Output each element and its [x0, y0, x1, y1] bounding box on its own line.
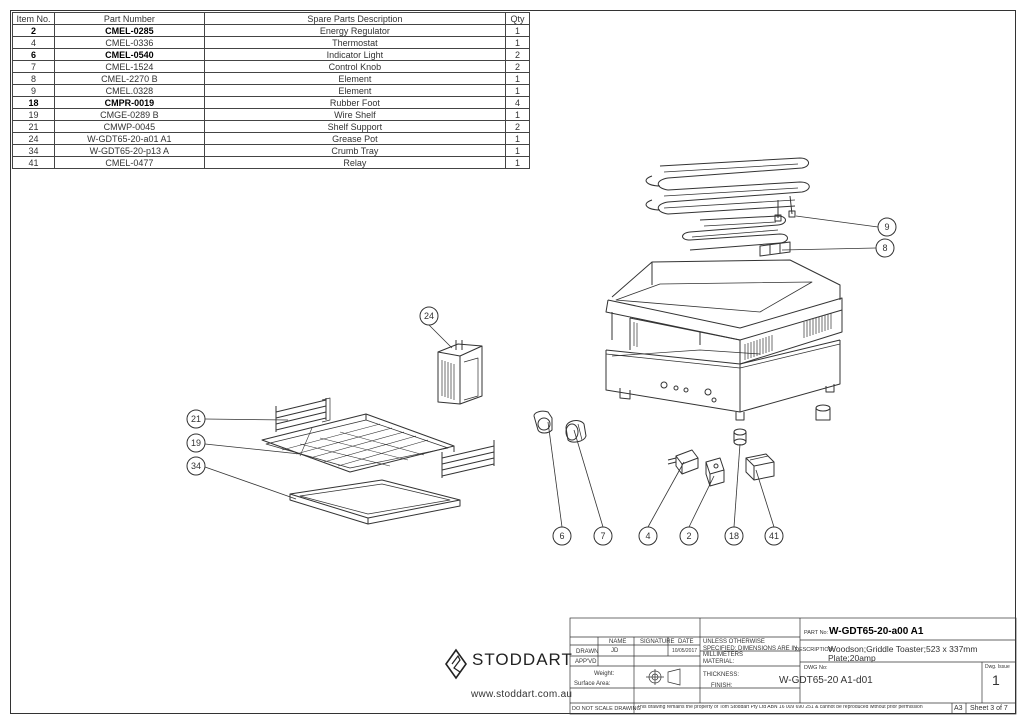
- svg-text:18: 18: [729, 531, 739, 541]
- indicator-light-drawing: [533, 410, 553, 434]
- griddle-toaster-body: [605, 259, 843, 421]
- rubber-foot-drawing: [733, 428, 747, 446]
- svg-text:21: 21: [191, 414, 201, 424]
- drawn-date: 10/05/2017: [672, 648, 698, 654]
- part-no-value: W-GDT65-20-a00 A1: [829, 626, 924, 637]
- drawn-label: DRAWN: [576, 649, 599, 655]
- dwg-no-value: W-GDT65-20 A1-d01: [779, 675, 873, 686]
- relay-drawing: [745, 453, 775, 481]
- svg-text:34: 34: [191, 461, 201, 471]
- cell-item-no: 41: [12, 156, 55, 169]
- callout-41: 41: [764, 526, 784, 546]
- svg-text:4: 4: [645, 531, 650, 541]
- website-text: www.stoddart.com.au: [471, 689, 573, 700]
- element-8-drawing: [682, 215, 791, 257]
- callout-balloons: 9 8 24 21 19 34 6 7: [186, 217, 897, 546]
- callout-6: 6: [552, 526, 572, 546]
- weight-label: Weight:: [594, 671, 615, 677]
- svg-text:41: 41: [769, 531, 779, 541]
- svg-text:19: 19: [191, 438, 201, 448]
- title-block-grid: [569, 617, 1017, 715]
- col-signature-label: SIGNATURE: [640, 639, 675, 645]
- property-note: This drawing remains the property of Tom…: [637, 705, 923, 710]
- col-date-label: DATE: [678, 639, 694, 645]
- material-label: MATERIAL:: [703, 659, 735, 665]
- energy-regulator-drawing: [705, 457, 725, 487]
- dwg-issue-label: Dwg. Issue: [985, 664, 1010, 670]
- callout-4: 4: [638, 526, 658, 546]
- leader-lines: [204, 215, 879, 528]
- surface-area-label: Surface Area:: [574, 681, 611, 687]
- stoddart-logo: STODDART: [444, 650, 573, 670]
- tolerance-note: UNLESS OTHERWISE SPECIFIED: DIMENSIONS A…: [703, 639, 798, 659]
- no-scale-note: DO NOT SCALE DRAWING: [572, 706, 641, 712]
- appvd-label: APP'VD: [575, 659, 597, 665]
- dwg-no-label: DWG No:: [804, 665, 828, 671]
- svg-text:8: 8: [882, 243, 887, 253]
- stoddart-logo-icon: [445, 648, 467, 680]
- element-9-drawing: [645, 157, 810, 222]
- callout-9: 9: [877, 217, 897, 237]
- svg-text:6: 6: [559, 531, 564, 541]
- thickness-label: THICKNESS:: [703, 672, 740, 678]
- svg-text:7: 7: [600, 531, 605, 541]
- callout-7: 7: [593, 526, 613, 546]
- callout-24: 24: [419, 306, 439, 326]
- description-value: Woodson;Griddle Toaster;523 x 337mm Plat…: [828, 644, 978, 663]
- grease-pot-drawing: [437, 340, 483, 405]
- cell-description: Relay: [203, 156, 507, 169]
- brand-name: STODDART: [472, 650, 573, 669]
- callout-19: 19: [186, 433, 206, 453]
- callout-34: 34: [186, 456, 206, 476]
- cell-qty: 1: [505, 132, 530, 145]
- sheet-size: A3: [954, 705, 963, 712]
- cell-qty: 1: [505, 156, 530, 169]
- shelf-support-left: [275, 397, 331, 432]
- callout-8: 8: [875, 238, 895, 258]
- callout-2: 2: [679, 526, 699, 546]
- callout-21: 21: [186, 409, 206, 429]
- spare-parts-table: Item No. Part Number Spare Parts Descrip…: [12, 12, 530, 169]
- col-name-label: NAME: [609, 639, 627, 645]
- callout-18: 18: [724, 526, 744, 546]
- svg-text:2: 2: [686, 531, 691, 541]
- wire-shelf-drawing: [261, 413, 455, 473]
- crumb-tray-drawing: [289, 479, 461, 525]
- svg-text:24: 24: [424, 311, 434, 321]
- svg-text:9: 9: [884, 222, 889, 232]
- sheet-number: Sheet 3 of 7: [970, 705, 1008, 712]
- part-no-label: PART No:: [804, 630, 829, 636]
- description-label: DESCRIPTION:: [795, 647, 835, 653]
- shelf-support-right: [441, 440, 495, 478]
- thermostat-drawing: [667, 449, 699, 475]
- projection-symbol-icon: [646, 668, 681, 686]
- finish-label: FINISH:: [711, 683, 733, 689]
- control-knob-drawing: [565, 420, 587, 443]
- dwg-issue-value: 1: [992, 672, 1000, 688]
- drawing-sheet-border: [10, 10, 1016, 714]
- drawn-name: JD: [611, 648, 619, 654]
